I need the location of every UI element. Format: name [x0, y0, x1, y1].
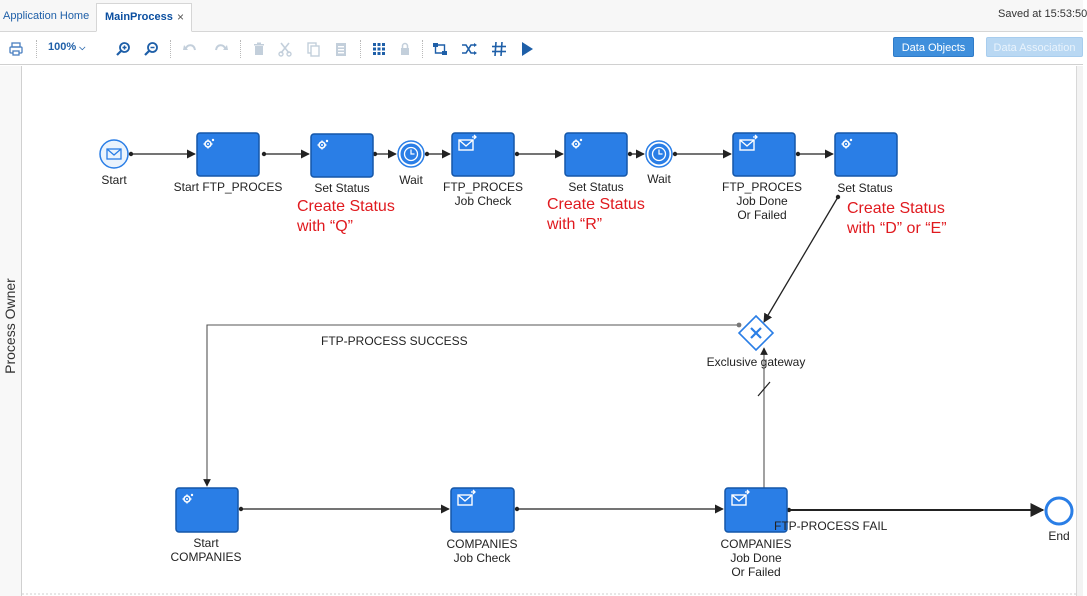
toolbar-separator: [240, 40, 241, 58]
toolbar-separator: [36, 40, 37, 58]
data-association-button[interactable]: Data Association: [986, 37, 1083, 57]
flow-set-status-to-gateway[interactable]: [763, 196, 839, 323]
task-start-ftp-process[interactable]: [196, 132, 260, 177]
play-icon[interactable]: [518, 40, 536, 58]
task-companies-job-done-label-3: Or Failed: [731, 565, 780, 579]
timer-event-wait-1-label: Wait: [399, 173, 423, 187]
auto-layout-icon[interactable]: [431, 40, 449, 58]
zoom-value: 100%: [48, 41, 77, 53]
swimlane-header[interactable]: Process Owner: [0, 66, 22, 596]
annotation-q-line-1: Create Status: [297, 198, 395, 215]
task-ftp-job-check[interactable]: [451, 132, 515, 177]
cut-icon[interactable]: [276, 40, 294, 58]
task-companies-job-check-label-2: Job Check: [454, 551, 512, 565]
task-start-companies-label-1: Start: [193, 536, 219, 550]
undo-icon[interactable]: [181, 40, 199, 58]
bpmn-diagram: Start Start FTP_PROCES Set Status Wait F…: [22, 132, 1076, 595]
task-ftp-job-done-label-1: FTP_PROCES: [722, 180, 802, 194]
start-event[interactable]: [99, 139, 129, 169]
x-icon: [750, 327, 762, 339]
default-flow-marker: [757, 381, 771, 397]
toolbar-separator: [360, 40, 361, 58]
tab-bar: Application Home MainProcess × Saved at …: [0, 0, 1087, 32]
exclusive-gateway-label: Exclusive gateway: [707, 355, 806, 369]
zoom-out-icon[interactable]: [142, 40, 160, 58]
annotation-r-line-1: Create Status: [547, 196, 645, 213]
flow-success[interactable]: [203, 324, 739, 487]
message-icon: [106, 148, 122, 160]
task-ftp-job-done-label-3: Or Failed: [737, 208, 786, 222]
task-companies-job-done-label-1: COMPANIES: [720, 537, 791, 551]
annotation-de-line-1: Create Status: [847, 200, 945, 217]
task-companies-job-done[interactable]: [724, 487, 788, 533]
timer-event-wait-1[interactable]: [397, 140, 425, 168]
task-ftp-job-done-label-2: Job Done: [736, 194, 788, 208]
grid-icon[interactable]: [370, 40, 388, 58]
tab-application-home[interactable]: Application Home: [3, 10, 90, 22]
zoom-in-icon[interactable]: [114, 40, 132, 58]
task-set-status-2[interactable]: [564, 132, 628, 177]
annotation-r-line-2: with “R”: [546, 216, 602, 233]
print-icon[interactable]: [7, 40, 25, 58]
toolbar: 100% ⌵ Data Objects Data Assoc: [0, 33, 1083, 65]
clock-icon: [651, 146, 667, 162]
tab-main-process[interactable]: MainProcess ×: [96, 3, 192, 32]
end-event[interactable]: [1044, 496, 1074, 526]
redo-icon[interactable]: [212, 40, 230, 58]
task-start-ftp-process-label: Start FTP_PROCES: [174, 180, 283, 194]
saved-status: Saved at 15:53:50: [998, 8, 1087, 20]
task-set-status-1[interactable]: [310, 133, 374, 178]
clock-icon: [403, 146, 419, 162]
task-companies-job-check-label-1: COMPANIES: [446, 537, 517, 551]
task-ftp-job-done[interactable]: [732, 132, 796, 177]
task-set-status-2-label: Set Status: [568, 180, 623, 194]
process-canvas: Process Owner: [0, 66, 1083, 596]
delete-icon[interactable]: [250, 40, 268, 58]
annotation-q-line-2: with “Q”: [296, 218, 353, 235]
paste-icon[interactable]: [332, 40, 350, 58]
sequence-flows-top: [128, 149, 841, 323]
close-icon[interactable]: ×: [176, 10, 184, 24]
timer-event-wait-2-label: Wait: [647, 172, 671, 186]
lock-icon[interactable]: [396, 40, 414, 58]
data-objects-button[interactable]: Data Objects: [893, 37, 974, 57]
task-start-companies[interactable]: [175, 487, 239, 533]
chevron-down-icon: ⌵: [79, 43, 86, 52]
task-set-status-3-label: Set Status: [837, 181, 892, 195]
timer-event-wait-2[interactable]: [645, 140, 673, 168]
vertical-scrollbar[interactable]: [1076, 66, 1083, 596]
flow-label-fail-clip: FTP-PROCESS FAIL: [774, 519, 888, 533]
task-set-status-3[interactable]: [834, 132, 898, 177]
shuffle-icon[interactable]: [460, 40, 478, 58]
exclusive-gateway[interactable]: [737, 314, 775, 352]
toolbar-separator: [422, 40, 423, 58]
hash-icon[interactable]: [490, 40, 508, 58]
task-set-status-1-label: Set Status: [314, 181, 369, 195]
task-companies-job-done-label-2: Job Done: [730, 551, 782, 565]
start-event-label: Start: [101, 173, 127, 187]
toolbar-separator: [170, 40, 171, 58]
task-start-companies-label-2: COMPANIES: [170, 550, 241, 564]
flow-label-fail: FTP-PROCESS FAIL: [774, 519, 888, 533]
tab-main-process-label: MainProcess: [105, 11, 173, 23]
zoom-select[interactable]: 100% ⌵: [48, 41, 85, 53]
flow-label-success: FTP-PROCESS SUCCESS: [321, 334, 468, 348]
task-ftp-job-check-label-2: Job Check: [455, 194, 513, 208]
copy-icon[interactable]: [304, 40, 322, 58]
annotation-de-line-2: with “D” or “E”: [846, 220, 947, 237]
task-ftp-job-check-label-1: FTP_PROCES: [443, 180, 523, 194]
end-event-label: End: [1048, 529, 1069, 543]
task-companies-job-check[interactable]: [450, 487, 515, 533]
sequence-flows-bottom: [203, 322, 1045, 517]
